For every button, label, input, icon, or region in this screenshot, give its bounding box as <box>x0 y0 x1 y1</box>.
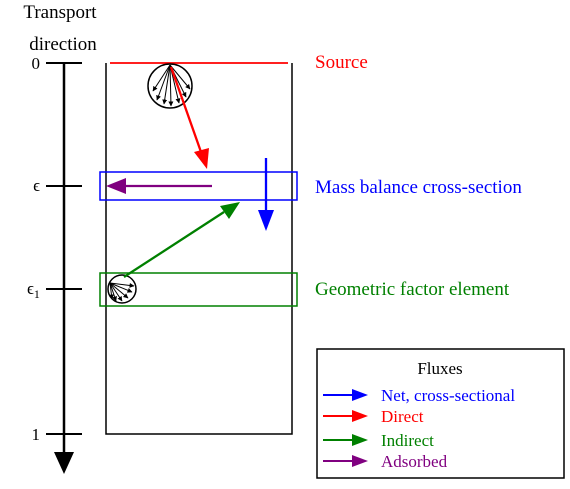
source-emitter <box>147 63 193 109</box>
legend-item-indirect: Indirect <box>323 431 434 450</box>
geometric-element-box <box>99 272 298 307</box>
net-flux-arrow <box>258 158 274 231</box>
direct-flux-arrow <box>169 66 209 169</box>
axis-title-line1: Transport <box>23 2 97 23</box>
transport-column <box>105 63 293 435</box>
legend-title: Fluxes <box>417 359 462 378</box>
legend-label-direct: Direct <box>381 407 424 426</box>
legend-item-direct: Direct <box>323 407 424 426</box>
legend-label-adsorbed: Adsorbed <box>381 452 448 471</box>
adsorbed-flux-arrow <box>106 178 212 194</box>
axis-label-0: 0 <box>32 54 41 73</box>
mass-balance-label: Mass balance cross-section <box>315 177 522 198</box>
axis-arrowhead <box>54 452 74 474</box>
geometric-label: Geometric factor element <box>315 279 510 300</box>
legend: Fluxes Net, cross-sectional Direct Indir… <box>316 348 565 479</box>
legend-label-net: Net, cross-sectional <box>381 386 515 405</box>
source-label: Source <box>315 52 368 73</box>
axis-label-1: 1 <box>32 425 41 444</box>
mass-balance-box <box>99 171 298 201</box>
axis-label-epsilon1: ϵ1 <box>27 279 40 301</box>
legend-item-net: Net, cross-sectional <box>323 386 515 405</box>
axis-title-line2: direction <box>29 34 97 55</box>
legend-label-indirect: Indirect <box>381 431 434 450</box>
axis-label-epsilon: ϵ <box>33 176 40 195</box>
indirect-flux-arrow <box>123 202 240 278</box>
geometric-emitter <box>107 274 137 304</box>
legend-item-adsorbed: Adsorbed <box>323 452 448 471</box>
